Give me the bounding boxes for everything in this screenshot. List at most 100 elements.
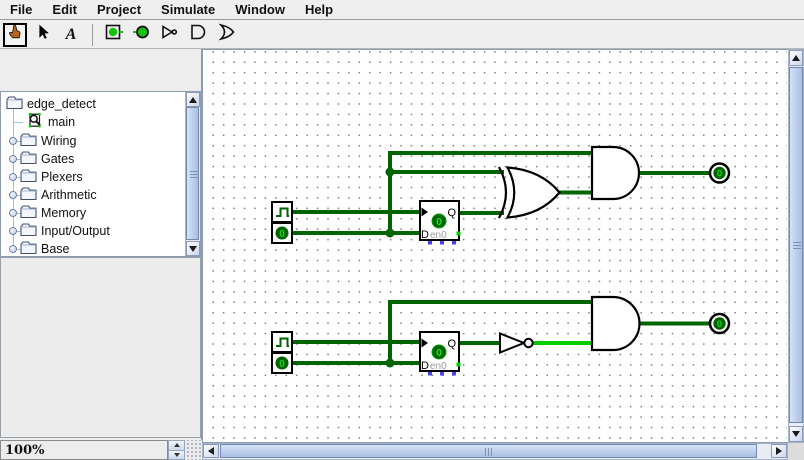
tree-item-project[interactable]: edge_detect — [6, 95, 96, 113]
tree-scroll-up-button[interactable] — [186, 92, 200, 107]
menu-simulate[interactable]: Simulate — [161, 2, 216, 17]
output-pin-tool-button[interactable] — [130, 23, 154, 47]
not-gate-component[interactable] — [499, 332, 534, 354]
scroll-right-button[interactable] — [771, 444, 787, 458]
spinner-up-icon — [173, 443, 180, 448]
svg-text:0: 0 — [436, 347, 442, 359]
and-gate-component[interactable] — [590, 295, 641, 352]
scroll-down-button[interactable] — [789, 426, 803, 442]
tree-scroll-down-button[interactable] — [186, 241, 200, 256]
horizontal-scroll-thumb[interactable] — [220, 444, 757, 458]
zoom-level: 100% — [0, 440, 168, 460]
menu-window[interactable]: Window — [235, 2, 285, 17]
menu-help[interactable]: Help — [304, 2, 334, 17]
canvas-vertical-scrollbar — [788, 49, 804, 443]
d-flip-flop-component[interactable]: Q 0 D en0 — [419, 200, 461, 245]
zoom-increase-button[interactable] — [169, 441, 184, 450]
or-gate-tool-button[interactable] — [214, 23, 238, 47]
poke-hand-icon — [6, 23, 24, 46]
tree-item-base[interactable]: Base — [20, 240, 70, 256]
tree-item-label: Arithmetic — [41, 188, 97, 202]
left-panel: edge_detect main Wiring — [0, 49, 202, 460]
not-gate-tool-button[interactable] — [158, 23, 182, 47]
output-pin-component[interactable]: 0 — [708, 312, 731, 335]
circuit-drawing: 0 0 Q 0 D en0 — [271, 145, 731, 376]
vertical-scroll-thumb[interactable] — [789, 67, 803, 423]
svg-text:D: D — [421, 229, 429, 241]
circuit-magnifier-icon — [27, 112, 44, 132]
tree-item-label: Memory — [41, 206, 87, 220]
clock-component[interactable] — [271, 331, 293, 353]
menu-file[interactable]: File — [10, 2, 33, 17]
tree-item-label: main — [48, 115, 76, 129]
menu-edit[interactable]: Edit — [52, 2, 77, 17]
explorer-tree: edge_detect main Wiring — [0, 91, 201, 257]
input-pin-component[interactable]: 0 — [271, 222, 293, 244]
tree-item-circuit-main[interactable]: main — [27, 113, 75, 131]
tree-item-arithmetic[interactable]: Arithmetic — [20, 186, 97, 204]
expand-handle-icon[interactable] — [9, 155, 17, 163]
or-gate-icon — [216, 22, 236, 47]
svg-text:en0: en0 — [430, 361, 447, 372]
svg-text:en0: en0 — [430, 230, 447, 241]
expand-handle-icon[interactable] — [9, 245, 17, 253]
scroll-up-button[interactable] — [789, 50, 803, 66]
resize-grip[interactable] — [185, 440, 201, 460]
menu-project[interactable]: Project — [96, 2, 142, 17]
input-pin-icon — [104, 22, 124, 47]
svg-text:0: 0 — [279, 229, 285, 240]
d-flip-flop-component[interactable]: Q 0 D en0 — [419, 331, 461, 376]
folder-icon — [20, 168, 37, 186]
wires[interactable] — [292, 151, 710, 365]
and-gate-tool-button[interactable] — [186, 23, 210, 47]
tree-item-label: Base — [41, 242, 70, 256]
output-pin-icon — [132, 22, 152, 47]
clock-component[interactable] — [271, 201, 293, 223]
tree-item-wiring[interactable]: Wiring — [20, 132, 76, 150]
svg-text:0: 0 — [717, 319, 722, 330]
spinner-down-icon — [173, 452, 180, 457]
output-pin-component[interactable]: 0 — [708, 162, 731, 184]
main-toolbar: A — [0, 21, 804, 49]
edit-tool-button[interactable] — [31, 23, 55, 47]
folder-icon — [20, 222, 37, 240]
expand-handle-icon[interactable] — [9, 209, 17, 217]
tree-item-memory[interactable]: Memory — [20, 204, 86, 222]
expand-handle-icon[interactable] — [9, 173, 17, 181]
cursor-arrow-icon — [34, 23, 52, 46]
tree-scrollbar — [185, 92, 200, 256]
clock-triangle-icon — [421, 338, 428, 348]
not-gate-icon — [160, 22, 180, 47]
expand-handle-icon[interactable] — [9, 137, 17, 145]
text-tool-button[interactable]: A — [59, 23, 83, 47]
menu-bar: File Edit Project Simulate Window Help — [0, 0, 804, 20]
poke-tool-button[interactable] — [3, 22, 27, 47]
input-pin-component[interactable]: 0 — [271, 352, 293, 374]
tree-scroll-thumb[interactable] — [186, 107, 199, 240]
svg-text:Q: Q — [447, 338, 456, 350]
zoom-spinner — [168, 440, 185, 460]
circuit-canvas[interactable]: 0 0 Q 0 D en0 — [202, 49, 788, 443]
project-folder-icon — [6, 95, 23, 113]
tree-item-label: Plexers — [41, 170, 83, 184]
svg-text:0: 0 — [436, 216, 442, 228]
status-bar: 100% — [0, 440, 202, 460]
tree-item-input-output[interactable]: Input/Output — [20, 222, 110, 240]
expand-handle-icon[interactable] — [9, 191, 17, 199]
folder-icon — [20, 186, 37, 204]
and-gate-component[interactable] — [590, 145, 641, 201]
xor-gate-component[interactable] — [498, 166, 561, 219]
tree-item-label: edge_detect — [27, 97, 96, 111]
tree-item-gates[interactable]: Gates — [20, 150, 74, 168]
expand-handle-icon[interactable] — [9, 227, 17, 235]
zoom-decrease-button[interactable] — [169, 449, 184, 459]
folder-icon — [20, 204, 37, 222]
input-pin-tool-button[interactable] — [102, 23, 126, 47]
tree-item-label: Wiring — [41, 134, 77, 148]
and-gate-icon — [188, 22, 208, 47]
scroll-left-button[interactable] — [203, 444, 219, 458]
tree-item-plexers[interactable]: Plexers — [20, 168, 83, 186]
tree-rows: edge_detect main Wiring — [1, 92, 185, 256]
attribute-panel — [0, 257, 201, 438]
